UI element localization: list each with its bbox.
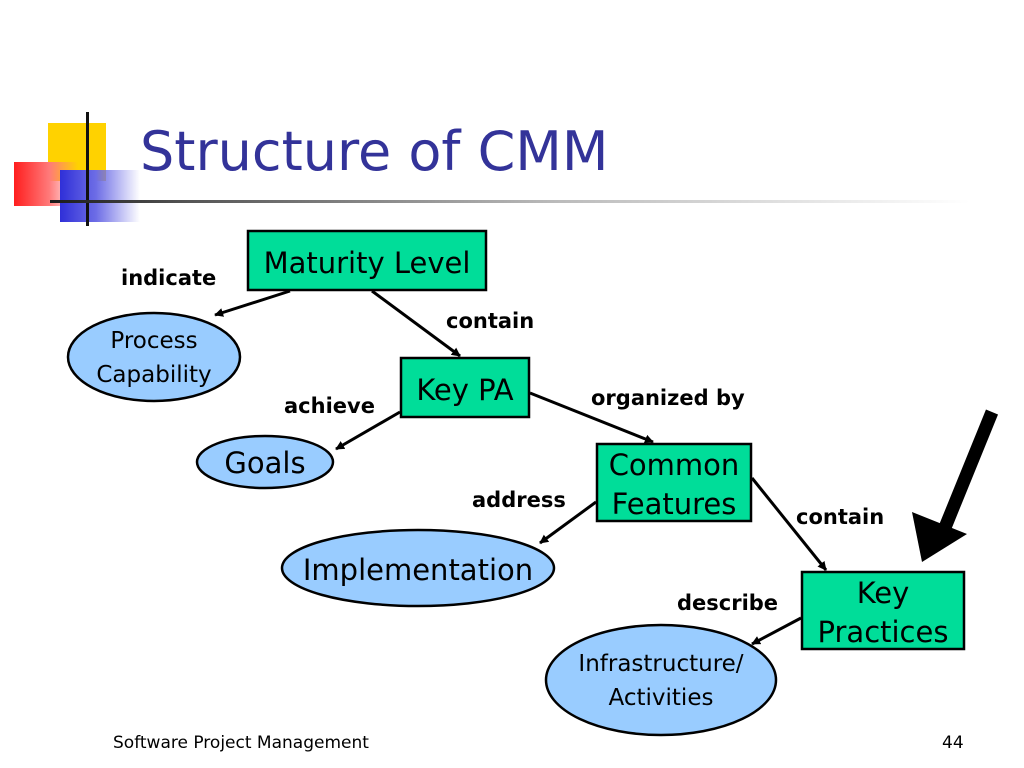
title-underline (50, 200, 970, 203)
edge-organized-by (529, 391, 654, 444)
label-indicate: indicate (121, 266, 216, 290)
svg-text:Key: Key (857, 576, 910, 610)
svg-text:Goals: Goals (224, 446, 305, 480)
svg-text:Activities: Activities (609, 685, 714, 711)
svg-text:Capability: Capability (96, 362, 211, 388)
ellipse-goals: Goals (195, 434, 335, 490)
label-address: address (472, 488, 566, 512)
box-common-features: Common Features (595, 442, 753, 523)
edge-address (539, 500, 597, 545)
slide-title: Structure of CMM (140, 120, 609, 183)
ellipse-process-capability: Process Capability (66, 311, 242, 403)
svg-text:Practices: Practices (818, 615, 949, 649)
svg-text:Common: Common (609, 448, 740, 482)
page-number: 44 (942, 733, 964, 753)
label-describe: describe (677, 591, 778, 615)
label-contain-2: contain (796, 505, 884, 529)
svg-text:Implementation: Implementation (303, 553, 533, 587)
svg-text:Infrastructure/: Infrastructure/ (578, 651, 743, 677)
label-achieve: achieve (284, 394, 375, 418)
pointer-arrow-icon (912, 409, 999, 562)
ellipse-implementation: Implementation (280, 528, 556, 608)
edge-achieve (335, 410, 401, 451)
label-contain-1: contain (446, 309, 534, 333)
edge-describe (751, 616, 802, 646)
svg-text:Process: Process (110, 328, 197, 354)
svg-text:Key PA: Key PA (416, 373, 513, 407)
edge-contain-key-practices (750, 477, 828, 571)
edge-indicate (214, 289, 291, 317)
decor-vertical-line (86, 112, 89, 226)
footer-course-name: Software Project Management (113, 733, 369, 753)
svg-text:Maturity Level: Maturity Level (264, 246, 471, 280)
box-maturity-level: Maturity Level (246, 229, 488, 292)
box-key-practices: Key Practices (800, 570, 966, 651)
ellipse-infrastructure-activities: Infrastructure/ Activities (544, 623, 778, 737)
edge-contain-key-pa (371, 289, 461, 358)
label-organized-by: organized by (591, 386, 745, 410)
decor-blue-bar (60, 170, 140, 222)
box-key-pa: Key PA (399, 356, 531, 419)
svg-text:Features: Features (612, 487, 737, 521)
